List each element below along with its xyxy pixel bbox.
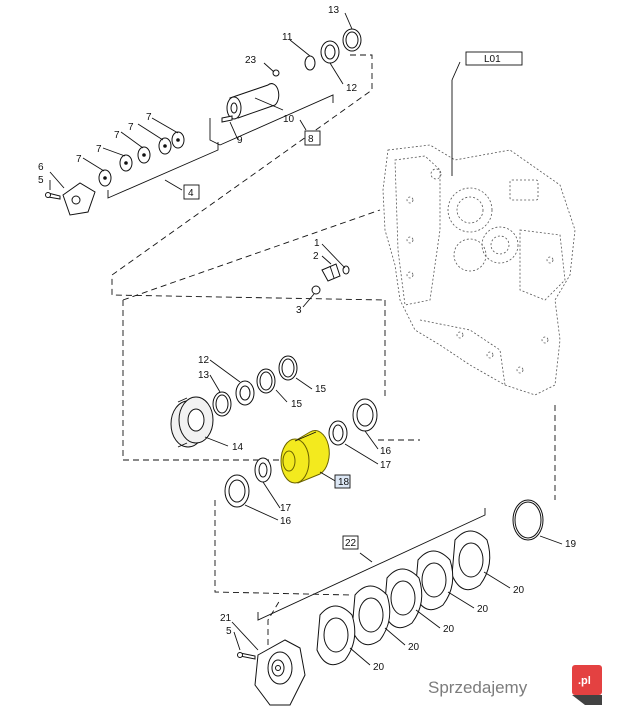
callout-12: 12 xyxy=(346,83,358,94)
callout-3: 3 xyxy=(296,305,302,316)
callout-13: 13 xyxy=(328,5,340,16)
shaft-10 xyxy=(209,62,334,146)
ref-box-L01 xyxy=(465,51,523,66)
valve-parts xyxy=(302,243,350,308)
callout-20b: 20 xyxy=(477,604,489,615)
callout-16a: 16 xyxy=(380,446,392,457)
callout-labels: 13 11 12 23 10 9 8 7 7 7 7 7 6 5 4 L01 1… xyxy=(38,5,577,673)
callout-22: 22 xyxy=(345,538,357,549)
callout-15b: 15 xyxy=(291,399,303,410)
ref-box-18 xyxy=(334,474,351,489)
callout-7e: 7 xyxy=(76,154,82,165)
callout-5b: 5 xyxy=(226,626,232,637)
callout-5a: 5 xyxy=(38,175,44,186)
callout-15a: 15 xyxy=(315,384,327,395)
callout-17a: 17 xyxy=(380,460,392,471)
callout-20e: 20 xyxy=(373,662,385,673)
callout-10: 10 xyxy=(283,114,295,125)
o-ring-19 xyxy=(512,499,563,545)
callout-20d: 20 xyxy=(408,642,420,653)
callout-21: 21 xyxy=(220,613,232,624)
callout-12b: 12 xyxy=(198,355,210,366)
gear-group-middle xyxy=(170,355,313,448)
watermark-badge-text: .pl xyxy=(578,675,591,687)
callout-6: 6 xyxy=(38,162,44,173)
reference-boxes xyxy=(183,51,523,550)
callout-18: 18 xyxy=(338,477,350,488)
callout-16b: 16 xyxy=(280,516,292,527)
transmission-housing xyxy=(382,61,576,396)
callout-11: 11 xyxy=(282,32,293,43)
callout-14: 14 xyxy=(232,442,244,453)
callout-8: 8 xyxy=(308,134,314,145)
watermark: Sprzedajemy .pl xyxy=(428,665,602,705)
gear-14 xyxy=(170,396,214,448)
ref-box-4 xyxy=(183,184,200,200)
callout-7a: 7 xyxy=(146,112,152,123)
gasket-stack xyxy=(257,508,511,666)
ref-box-8 xyxy=(304,130,321,146)
ring-11 xyxy=(304,55,316,71)
callout-17b: 17 xyxy=(280,503,292,514)
callout-7c: 7 xyxy=(114,130,120,141)
callout-1: 1 xyxy=(314,238,320,249)
callout-7d: 7 xyxy=(96,144,102,155)
callout-20a: 20 xyxy=(513,585,525,596)
callout-13b: 13 xyxy=(198,370,210,381)
callout-2: 2 xyxy=(313,251,319,262)
washer-stack xyxy=(45,117,219,216)
callout-4: 4 xyxy=(188,188,194,199)
watermark-text: Sprzedajemy xyxy=(428,678,528,697)
watermark-badge xyxy=(572,665,602,695)
highlighted-gear-18 xyxy=(280,430,330,484)
callout-L01: L01 xyxy=(484,54,501,65)
callout-23: 23 xyxy=(245,55,257,66)
callout-19: 19 xyxy=(565,539,577,550)
ref-box-22 xyxy=(342,535,359,550)
gear-group-highlight xyxy=(224,398,379,521)
callout-20c: 20 xyxy=(443,624,455,635)
assembly-guide-lines xyxy=(111,54,556,645)
callout-9: 9 xyxy=(237,135,243,146)
shaft-bearing-group-top xyxy=(289,12,362,85)
end-cover-21 xyxy=(231,621,306,706)
callout-7b: 7 xyxy=(128,122,134,133)
